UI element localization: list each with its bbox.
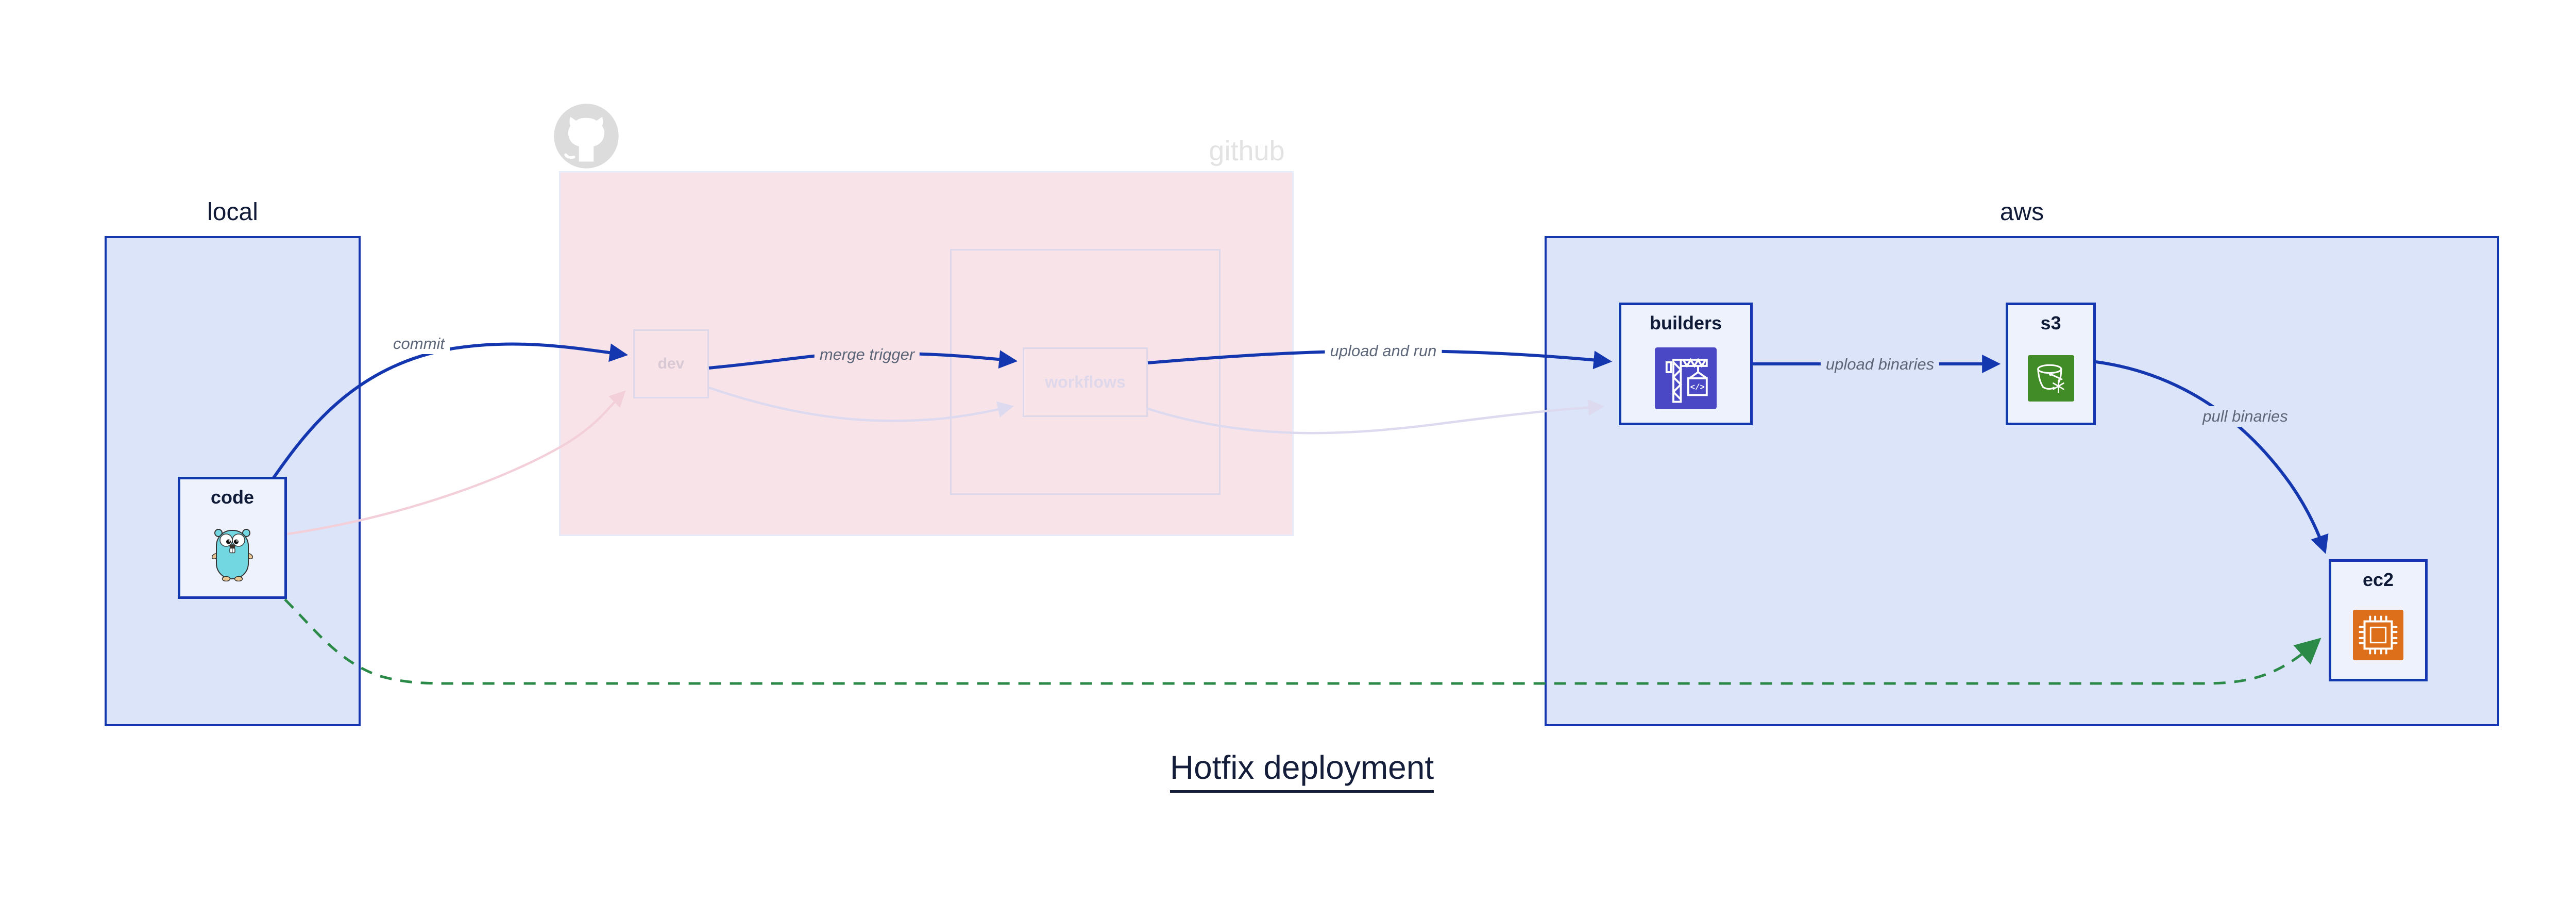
aws-ec2-icon: [2353, 591, 2403, 679]
node-s3-label: s3: [2040, 312, 2061, 333]
diagram-title: Hotfix deployment: [0, 748, 2576, 793]
node-s3: s3: [2006, 303, 2096, 425]
node-dev: dev: [633, 329, 709, 398]
diagram-title-text: Hotfix deployment: [1170, 749, 1434, 793]
edge-label-commit: commit: [388, 333, 450, 354]
region-master: [950, 249, 1221, 495]
region-label-aws: aws: [1999, 198, 2044, 226]
node-code-label: code: [210, 487, 255, 508]
aws-s3-glacier-icon: [2027, 334, 2074, 423]
go-gopher-icon: [212, 508, 253, 596]
edge-label-pull-binaries: pull binaries: [2197, 406, 2293, 427]
node-workflows: workflows: [1023, 347, 1148, 417]
region-label-github: github: [1209, 136, 1285, 166]
edge-label-upload-binaries: upload binaries: [1820, 354, 1940, 375]
node-ec2: ec2: [2329, 559, 2428, 681]
edge-label-merge-trigger: merge trigger: [814, 344, 920, 365]
node-workflows-label: workflows: [1045, 373, 1126, 391]
node-dev-label: dev: [657, 355, 685, 372]
edge-label-upload-and-run: upload and run: [1325, 341, 1442, 361]
node-code: code: [178, 477, 287, 599]
aws-codebuild-icon: </>: [1655, 334, 1717, 423]
node-builders: builders </>: [1619, 303, 1753, 425]
node-ec2-label: ec2: [2362, 569, 2394, 590]
codebuild-code-glyph: </>: [1690, 383, 1705, 392]
region-label-local: local: [207, 198, 258, 226]
github-octocat-icon: [554, 104, 619, 169]
node-builders-label: builders: [1649, 312, 1722, 333]
